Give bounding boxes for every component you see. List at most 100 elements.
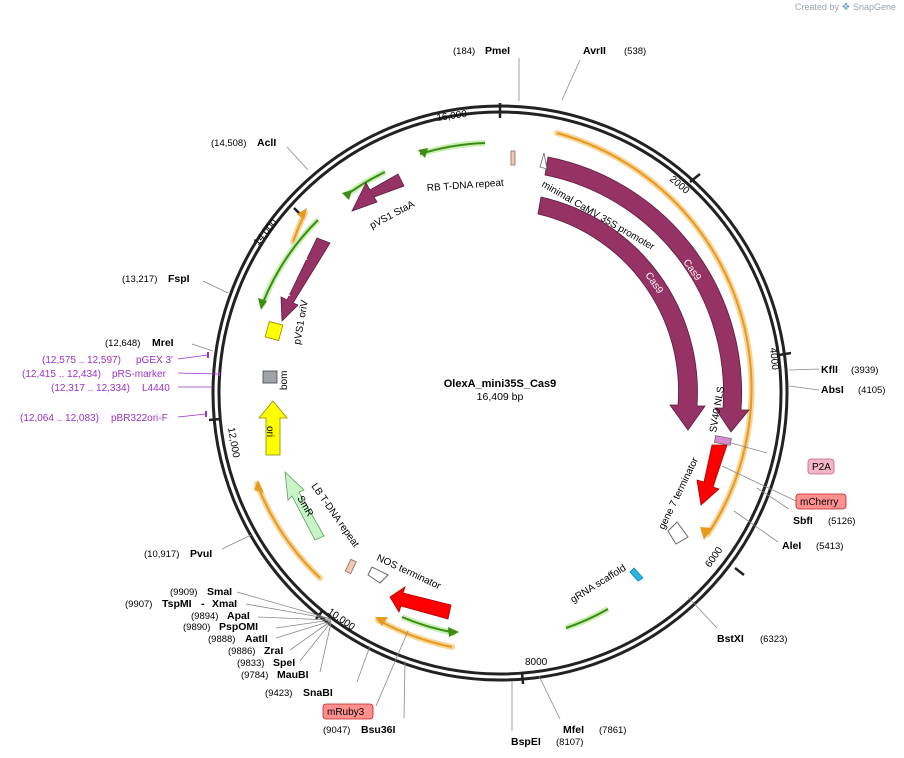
leader-smai [236,591,332,620]
site-name-aatii: AatII [245,633,268,645]
orf-arc-1 [556,132,753,535]
primer-name-l4440: L4440 [142,383,170,394]
site-pos-zrai: (9886) [228,646,255,657]
leader-fspi [202,280,229,294]
tick-label-4000: 4000 [767,347,780,371]
primer-name-pbr322: pBR322ori-F [111,413,168,424]
pvs1-oriv-box [264,320,284,342]
p2a-box [714,435,732,446]
green-arc-5 [565,608,609,629]
ori-arrow [258,400,288,456]
leader-maubi [319,622,332,673]
site-name-tspmi: TspMI [162,598,192,610]
site-sep-xmai: - [201,598,205,610]
site-name-acli: AclI [257,137,276,149]
leader-spei [299,621,332,662]
green-arrowhead-2 [342,190,352,200]
primer-name-prs: pRS-marker [112,369,167,380]
site-pos-aatii: (9888) [208,634,235,645]
green-arc-halo-1 [419,140,486,157]
site-pos-apai: (9894) [191,611,218,622]
primer-range-pgex: (12,575 .. 12,597) [42,355,121,366]
grna-scaffold-label: gRNA scaffold [569,563,628,606]
primer-mark-pgex [207,352,209,358]
tick-label-12000: 12,000 [225,427,241,459]
site-name-fspi: FspI [168,273,190,285]
site-pos-maubi: (9784) [241,670,268,681]
site-pos-mfei: (7861) [599,725,626,736]
site-pos-pmei: (184) [453,46,475,57]
pvs1-staa-label: pVS1 StaA [368,199,417,232]
cas9-arrow-outer [544,156,750,433]
site-name-bspei: BspEI [511,736,541,748]
site-name-xmai: XmaI [212,598,237,610]
tag-mcherry-box [795,493,847,510]
site-pos-alei: (5413) [816,541,843,552]
tick-label-8000: 8000 [525,657,548,668]
primer-leader-pgex [177,354,209,360]
site-pos-bsu36i: (9047) [323,725,350,736]
site-name-pmei: PmeI [485,45,510,57]
site-pos-pspomi: (9890) [183,622,210,633]
tag-mruby3-box [322,703,374,720]
lb-repeat-box [344,558,357,575]
plasmid-length: 16,409 bp [477,391,524,403]
site-pos-sbfi: (5126) [828,516,855,527]
tick-8000 [520,671,525,685]
site-name-zrai: ZraI [264,645,283,657]
snapgene-logo-icon: ❖ [841,2,851,13]
mcherry-arrow [696,444,728,506]
site-pos-bstxi: (6323) [760,634,787,645]
site-pos-mrei: (12,648) [105,338,140,349]
primer-range-prs: (12,415 .. 12,434) [22,369,101,380]
site-name-bsu36i: Bsu36I [361,724,396,736]
site-pos-kfli: (3939) [851,365,878,376]
tick-12000 [208,417,222,422]
site-name-mfei: MfeI [563,724,584,736]
brand-watermark: Created by ❖ SnapGene [795,2,896,13]
orf-arrowhead-4 [375,617,388,626]
tick-2000 [689,173,701,183]
site-name-sbfi: SbfI [793,515,813,527]
leader-absi [788,385,820,391]
site-name-mrei: MreI [152,337,174,349]
orf-arrowhead-1 [700,527,712,540]
leader-acli [286,146,309,171]
green-arrowhead-1 [418,148,428,158]
leader-zrai [289,620,332,651]
site-pos-fspi: (13,217) [122,274,157,285]
primer-mark-pbr322 [205,411,207,417]
leader-p2a [730,442,768,454]
primer-mark-prs [218,372,220,376]
leader-mrei [191,343,214,352]
brand-name: SnapGene [852,2,896,12]
tick-label-14000: 14,000 [252,217,280,248]
smr-arrow [284,470,325,541]
tag-p2a-box [807,458,835,475]
pvs1-repa-arrow [280,237,331,322]
gene7-terminator-label: gene 7 terminator [657,455,702,531]
site-pos-avrii: (538) [624,46,646,57]
leader-avrii [561,59,581,101]
green-arrowhead-4 [448,627,459,637]
rb-repeat-box [510,150,516,166]
nos-white-arrow [367,566,389,584]
site-name-kfli: KflI [821,364,838,376]
site-name-avrii: AvrII [583,45,606,57]
primer-range-pbr322: (12,064 .. 12,083) [20,413,99,424]
nos-terminator-label: NOS terminator [375,553,443,593]
site-pos-absi: (4105) [858,385,885,396]
primer-leader-pbr322 [177,413,207,418]
site-name-snabi: SnaBI [303,687,333,699]
orf-arrowhead-2 [297,208,307,220]
leader-mcherry [721,465,797,502]
ori-label: ori [264,426,275,437]
site-name-bstxi: BstXI [717,633,744,645]
leader-snabi [356,645,371,683]
created-by-label: Created by [794,2,839,12]
leader-sbfi [756,487,790,510]
gene7-terminator-arrow [667,521,689,545]
site-name-smai: SmaI [207,586,232,598]
site-pos-tspmi: (9907) [125,599,152,610]
grna-scaffold-marker [629,567,644,582]
